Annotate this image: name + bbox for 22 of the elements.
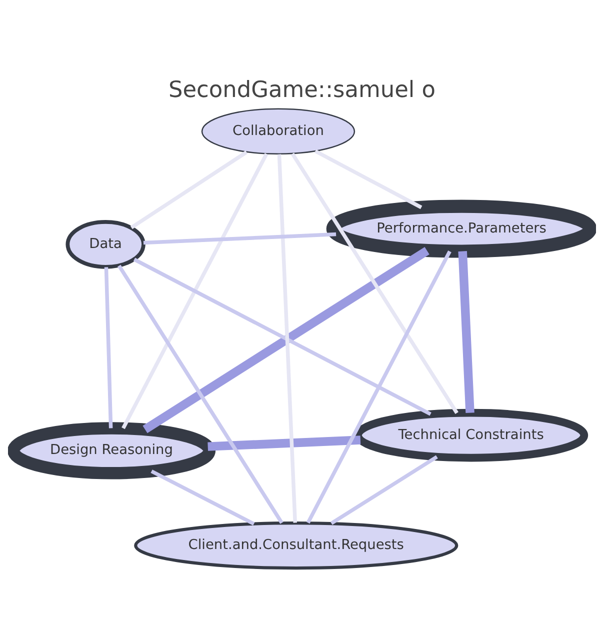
node-ellipse: Collaboration (201, 108, 356, 154)
connector (290, 152, 458, 414)
connector (208, 436, 361, 451)
connector (150, 470, 255, 526)
connector (306, 250, 452, 524)
node-ellipse: Design Reasoning (8, 422, 216, 480)
connector (122, 152, 268, 430)
connector (133, 258, 432, 416)
connector (117, 264, 284, 524)
node-ellipse: Data (66, 220, 146, 269)
connector (458, 251, 474, 413)
connector (314, 149, 422, 210)
node-ellipse: Client.and.Consultant.Requests (134, 522, 458, 570)
connector (104, 267, 113, 428)
connector (142, 246, 430, 434)
connector (330, 455, 438, 525)
node-ellipse: Technical Constraints (354, 408, 588, 462)
connector (143, 232, 336, 245)
connector (130, 150, 248, 230)
diagram-title: SecondGame::samuel o (168, 76, 436, 103)
connector (277, 154, 298, 523)
node-ellipse: Performance.Parameters (326, 200, 596, 258)
